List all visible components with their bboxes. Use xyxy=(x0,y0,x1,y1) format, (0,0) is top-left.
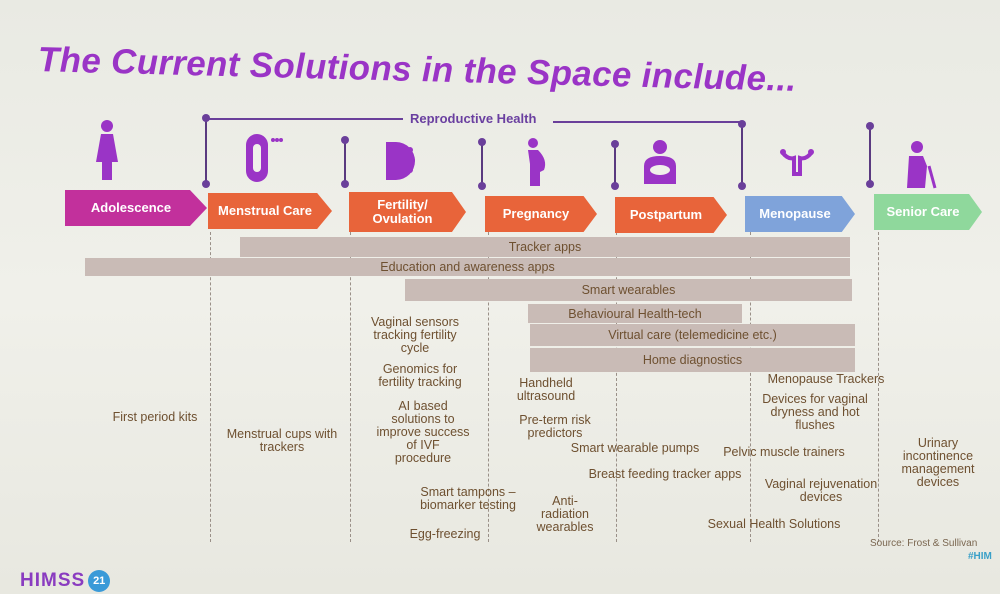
hashtag: #HIM xyxy=(968,551,992,562)
bracket-line-left xyxy=(207,118,403,120)
item-preterm-risk: Pre-term risk predictors xyxy=(519,413,591,440)
item-smart-tampons: Smart tampons – biomarker testing xyxy=(420,485,516,512)
logo-text: HIMSS xyxy=(20,570,86,591)
stage-menstrual-care: Menstrual Care xyxy=(208,193,332,229)
divider-dashed xyxy=(488,232,489,542)
item-pelvic-trainers: Pelvic muscle trainers xyxy=(723,445,845,459)
bar-tracker-apps: Tracker apps xyxy=(240,237,850,257)
item-ai-ivf: AI based solutions to improve success of… xyxy=(376,399,470,465)
bar-behavioural-health: Behavioural Health-tech xyxy=(528,304,742,323)
item-breastfeeding-apps: Breast feeding tracker apps xyxy=(588,467,742,481)
item-vaginal-dryness: Devices for vaginal dryness and hot flus… xyxy=(762,392,868,432)
stage-postpartum: Postpartum xyxy=(615,197,727,233)
item-handheld-ultrasound: Handheld ultrasound xyxy=(516,376,576,403)
pad-icon xyxy=(246,134,283,182)
divider-post xyxy=(478,138,486,190)
item-wearable-pumps: Smart wearable pumps xyxy=(570,441,700,455)
divider-dashed xyxy=(210,232,211,542)
sperm-egg-icon xyxy=(386,142,415,180)
reproductive-health-label: Reproductive Health xyxy=(410,111,537,126)
divider-dashed xyxy=(878,232,879,542)
stage-adolescence: Adolescence xyxy=(65,190,207,226)
divider-post xyxy=(611,140,619,190)
elderly-woman-icon xyxy=(907,141,937,189)
divider-post xyxy=(866,122,874,188)
stage-fertility-ovulation: Fertility/ Ovulation xyxy=(349,192,466,232)
stage-menopause: Menopause xyxy=(745,196,855,232)
item-genomics: Genomics for fertility tracking xyxy=(378,362,462,389)
pregnant-woman-icon xyxy=(528,138,546,186)
item-anti-radiation: Anti- radiation wearables xyxy=(536,494,594,534)
item-menstrual-cups: Menstrual cups with trackers xyxy=(226,427,338,454)
item-sexual-health: Sexual Health Solutions xyxy=(707,517,841,531)
bar-smart-wearables: Smart wearables xyxy=(405,279,852,301)
logo-badge: 21 xyxy=(88,570,111,592)
item-urinary-incontinence: Urinary incontinence management devices xyxy=(901,436,975,489)
divider-dashed xyxy=(616,232,617,542)
divider-dashed xyxy=(750,232,751,542)
item-vaginal-rejuvenation: Vaginal rejuvenation devices xyxy=(764,477,878,504)
stage-senior-care: Senior Care xyxy=(874,194,982,230)
source-note: Source: Frost & Sullivan xyxy=(870,538,978,549)
item-vaginal-sensors: Vaginal sensors tracking fertility cycle xyxy=(370,315,460,355)
stage-pregnancy: Pregnancy xyxy=(485,196,597,232)
bracket-line-right xyxy=(553,121,741,123)
item-menopause-trackers: Menopause Trackers xyxy=(767,372,885,386)
divider-post xyxy=(341,136,349,188)
bar-home-diagnostics: Home diagnostics xyxy=(530,348,855,372)
item-first-period-kits: First period kits xyxy=(112,410,198,424)
bar-virtual-care: Virtual care (telemedicine etc.) xyxy=(530,324,855,346)
mother-baby-icon xyxy=(644,140,676,184)
uterus-icon xyxy=(780,149,814,176)
slide-title: The Current Solutions in the Space inclu… xyxy=(38,40,797,99)
divider-dashed xyxy=(350,232,351,542)
divider-post xyxy=(202,114,210,188)
bar-education-apps: Education and awareness apps xyxy=(85,258,850,276)
item-egg-freezing: Egg-freezing xyxy=(409,527,481,541)
girl-icon xyxy=(96,120,118,180)
divider-post xyxy=(738,120,746,190)
